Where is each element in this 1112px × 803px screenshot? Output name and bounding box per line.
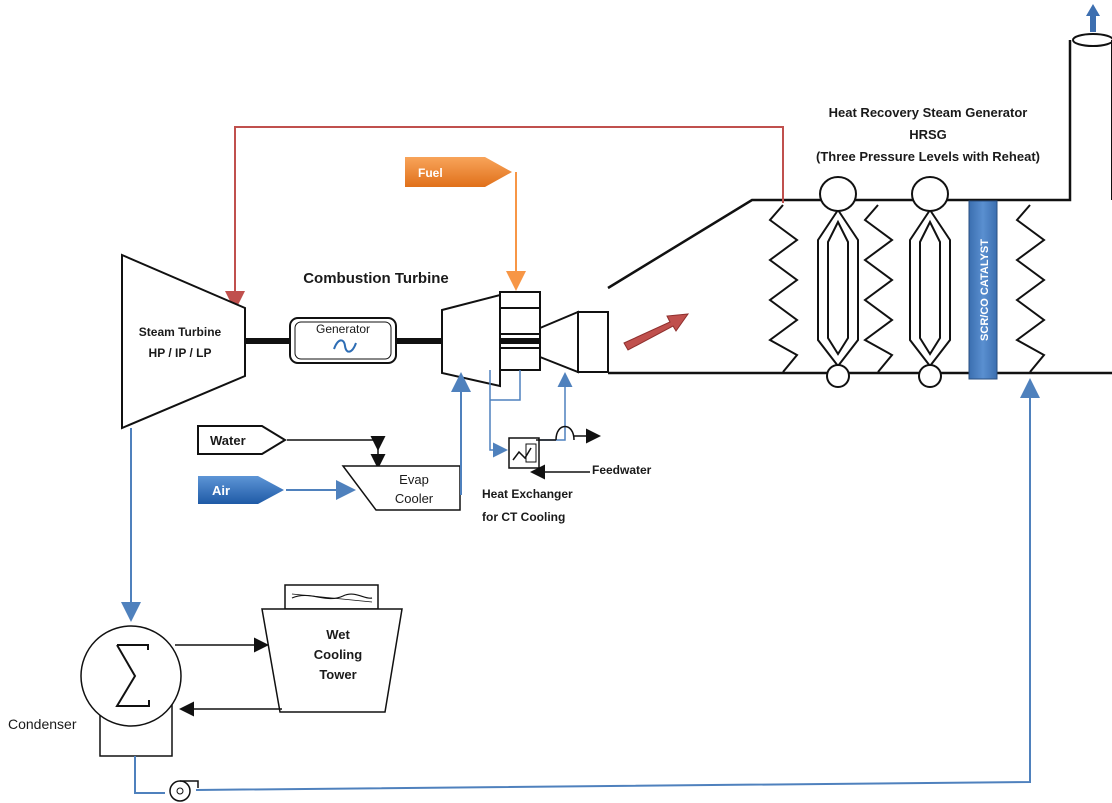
hrsg-drum-2 xyxy=(909,176,951,388)
exhaust-stack xyxy=(1072,4,1112,200)
heat-exchanger-line1: Heat Exchanger xyxy=(482,487,573,501)
steam-turbine-line1: Steam Turbine xyxy=(139,325,222,339)
cooling-tower-line2: Cooling xyxy=(314,647,362,662)
hrsg-title-line2: HRSG xyxy=(909,127,947,142)
hrsg-housing xyxy=(607,40,1112,375)
fuel-label: Fuel xyxy=(418,166,443,180)
steam-supply-line xyxy=(225,126,784,311)
condensate-line xyxy=(134,378,1040,794)
air-tag: Air xyxy=(198,476,284,504)
steam-turbine-line2: HP / IP / LP xyxy=(149,346,212,360)
pump-icon xyxy=(169,780,199,802)
heat-exchanger-line2: for CT Cooling xyxy=(482,510,565,524)
cooling-tower-line1: Wet xyxy=(326,627,350,642)
air-label: Air xyxy=(212,483,230,498)
hot-gas-arrow-icon xyxy=(623,313,690,351)
water-line xyxy=(287,439,386,469)
water-tag: Water xyxy=(197,425,287,455)
evap-cooler: Evap Cooler xyxy=(341,465,461,511)
hrsg-coils xyxy=(768,204,1046,373)
gas-turbine xyxy=(539,310,579,374)
steam-turbine: Steam Turbine HP / IP / LP xyxy=(121,253,246,430)
combustor xyxy=(499,291,541,371)
hrsg-drum-1 xyxy=(817,176,859,388)
cooling-tower: Wet Cooling Tower xyxy=(261,584,403,713)
scr-label: SCR/CO CATALYST xyxy=(979,239,991,341)
evap-cooler-line2: Cooler xyxy=(395,491,434,506)
cooling-tower-line3: Tower xyxy=(319,667,356,682)
stack-arrow-icon xyxy=(1086,4,1100,16)
water-label: Water xyxy=(210,433,246,448)
generator-label: Generator xyxy=(316,322,370,336)
scr-catalyst: SCR/CO CATALYST xyxy=(968,200,998,380)
hrsg-title-line1: Heat Recovery Steam Generator xyxy=(829,105,1028,120)
compressor xyxy=(441,293,501,388)
generator: Generator xyxy=(289,317,397,364)
fuel-tag: Fuel xyxy=(405,157,512,187)
condenser: Condenser xyxy=(8,625,182,757)
hrsg-title-line3: (Three Pressure Levels with Reheat) xyxy=(816,149,1040,164)
feedwater-label: Feedwater xyxy=(592,463,652,477)
condenser-label: Condenser xyxy=(8,716,77,732)
combustion-turbine-label: Combustion Turbine xyxy=(303,270,449,287)
heat-exchanger xyxy=(508,437,540,469)
sigma-icon xyxy=(115,644,150,707)
evap-cooler-line1: Evap xyxy=(399,472,429,487)
heat-exchanger-outlet xyxy=(536,425,601,444)
turbine-exhaust-duct xyxy=(577,311,609,373)
ac-wave-icon xyxy=(333,339,357,353)
